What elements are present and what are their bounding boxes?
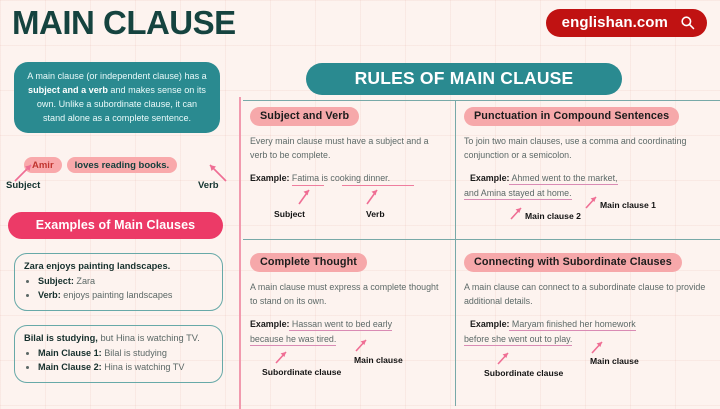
example-sentence: Bilal is studying, but Hina is watching …: [24, 333, 213, 343]
definition-box: A main clause (or independent clause) ha…: [14, 62, 220, 134]
rule-quadrant-connecting-subordinate: Connecting with Subordinate Clauses A ma…: [464, 252, 712, 378]
example-text: Fatima is cooking dinner.: [289, 172, 391, 183]
rule-annotation-2: Main clause 2: [525, 210, 581, 221]
brand-name: englishan.com: [561, 14, 668, 31]
rules-banner: RULES OF MAIN CLAUSE: [306, 63, 622, 95]
example-sentence-bold: Bilal is studying,: [24, 333, 98, 343]
verb-pill: loves reading books.: [66, 157, 178, 173]
subject-label: Subject: [6, 180, 41, 191]
annotation-arrow-icon: [497, 352, 509, 365]
bullet-label: Verb:: [38, 290, 61, 301]
rule-example: Example: Hassan went to bed early becaus…: [250, 317, 448, 377]
definition-bold: subject and a verb: [28, 85, 108, 96]
rule-heading: Punctuation in Compound Sentences: [464, 107, 680, 126]
rule-example: Example: Fatima is cooking dinner. Subje…: [250, 171, 448, 219]
annotation-arrow-icon: [591, 341, 603, 354]
rule-quadrant-subject-and-verb: Subject and Verb Every main clause must …: [250, 106, 448, 219]
example-text-line1: Ahmed went to the market,: [509, 172, 618, 185]
list-item: Subject: Zara: [38, 274, 213, 288]
annotation-arrow-icon: [585, 196, 597, 209]
definition-part2: and makes sense on its own. Unlike a sub…: [36, 85, 206, 124]
example-label: Example:: [250, 318, 290, 329]
rule-annotation-2: Verb: [366, 208, 385, 219]
sample-sentence-row: Amir loves reading books.: [24, 157, 229, 173]
horizontal-divider-grid: [243, 239, 720, 241]
subject-arrow-icon: [14, 164, 32, 182]
verb-label: Verb: [198, 180, 219, 191]
rule-body: Every main clause must have a subject an…: [250, 136, 429, 161]
example-text-line1: Hassan went to bed early: [289, 318, 393, 331]
example-label: Example:: [250, 172, 290, 183]
example-box-2: Bilal is studying, but Hina is watching …: [14, 325, 223, 384]
example-sentence-rest: but Hina is watching TV.: [97, 333, 200, 343]
bullet-value: enjoys painting landscapes: [60, 290, 173, 301]
annotation-arrow-icon: [355, 339, 367, 352]
bullet-label: Subject:: [38, 276, 74, 286]
example-bullet-list: Main Clause 1: Bilal is studying Main Cl…: [24, 346, 213, 374]
rule-heading: Connecting with Subordinate Clauses: [464, 253, 682, 272]
example-label: Example:: [470, 318, 510, 329]
bullet-label: Main Clause 2:: [38, 362, 102, 373]
list-item: Main Clause 2: Hina is watching TV: [38, 360, 213, 374]
bullet-value: Hina is watching TV: [101, 362, 185, 373]
examples-heading: Examples of Main Clauses: [8, 212, 223, 239]
definition-part1: A main clause (or independent clause) ha…: [27, 71, 207, 81]
bullet-label: Main Clause 1:: [38, 348, 102, 358]
rule-heading: Complete Thought: [250, 253, 367, 272]
example-sentence: Zara enjoys painting landscapes.: [24, 261, 213, 271]
horizontal-divider-top: [243, 100, 720, 102]
rule-annotation-2: Subordinate clause: [484, 367, 564, 378]
example-text-line2: and Amina stayed at home.: [464, 187, 572, 200]
rule-body: A main clause must express a complete th…: [250, 282, 439, 307]
rule-body: To join two main clauses, use a comma an…: [464, 136, 687, 161]
rule-example: Example: Ahmed went to the market, and A…: [464, 171, 712, 221]
example-text-line1: Maryam finished her homework: [509, 318, 636, 331]
verb-arrow-icon: [209, 164, 227, 182]
rule-annotation-1: Subject: [274, 208, 306, 219]
example-text-line2: because he was tired.: [250, 333, 337, 346]
bullet-value: Zara: [73, 276, 96, 286]
annotation-arrow-icon: [366, 189, 378, 205]
rule-annotation-1: Main clause 1: [600, 199, 656, 210]
annotation-arrow-icon: [298, 189, 310, 205]
rule-quadrant-punctuation: Punctuation in Compound Sentences To joi…: [464, 106, 712, 221]
subject-pill: Amir: [24, 157, 62, 173]
bullet-value: Bilal is studying: [101, 348, 167, 358]
list-item: Main Clause 1: Bilal is studying: [38, 346, 213, 360]
rule-annotation-1: Main clause: [590, 355, 639, 366]
vertical-divider-grid: [455, 100, 457, 406]
rule-quadrant-complete-thought: Complete Thought A main clause must expr…: [250, 252, 448, 377]
rule-body: A main clause can connect to a subordina…: [464, 282, 706, 307]
example-label: Example:: [470, 172, 510, 183]
example-text-line2: before she went out to play.: [464, 333, 573, 346]
list-item: Verb: enjoys painting landscapes: [38, 288, 213, 302]
annotation-arrow-icon: [275, 351, 287, 364]
example-bullet-list: Subject: Zara Verb: enjoys painting land…: [24, 274, 213, 302]
annotation-arrow-icon: [510, 207, 522, 220]
brand-badge[interactable]: englishan.com: [545, 9, 707, 37]
page-title: MAIN CLAUSE: [12, 4, 236, 41]
example-box-1: Zara enjoys painting landscapes. Subject…: [14, 253, 223, 312]
rule-example: Example: Maryam finished her homework be…: [464, 317, 712, 378]
search-icon[interactable]: [680, 15, 695, 30]
vertical-divider-main: [239, 97, 241, 409]
rule-heading: Subject and Verb: [250, 107, 360, 126]
example-sentence-bold: Zara enjoys painting landscapes.: [24, 261, 171, 271]
rule-annotation-1: Main clause: [354, 354, 403, 365]
rule-annotation-2: Subordinate clause: [262, 366, 342, 377]
